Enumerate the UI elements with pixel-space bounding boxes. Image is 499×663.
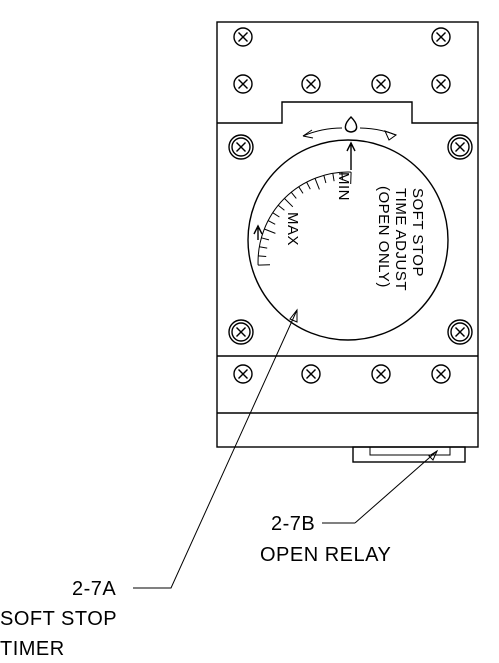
- dial-face: [247, 139, 449, 341]
- screw-x-icon: [228, 319, 254, 345]
- min-label: MIN: [335, 172, 352, 201]
- screw-x-icon: [431, 364, 451, 384]
- relay-leader: [354, 450, 438, 524]
- screw-x-icon: [233, 364, 253, 384]
- dial-line-2: TIME ADJUST: [392, 188, 409, 291]
- top-notch: [217, 101, 478, 124]
- module-body: [216, 21, 479, 448]
- screw-x-icon: [233, 74, 253, 94]
- max-label: MAX: [284, 212, 301, 246]
- dial-scale: [257, 171, 352, 266]
- scale-tick: [272, 212, 280, 218]
- scale-tick: [290, 191, 297, 199]
- screw-x-icon: [431, 74, 451, 94]
- timer-name-line-1: SOFT STOP: [0, 608, 117, 630]
- dial-line-3: (OPEN ONLY): [375, 186, 392, 288]
- screw-x-icon: [228, 134, 254, 160]
- screw-x-icon: [431, 27, 451, 47]
- rotation-arrow-icon: [359, 127, 397, 136]
- min-arrow-icon: [346, 141, 356, 170]
- scale-tick: [332, 173, 335, 182]
- teardrop-indicator-icon: [344, 116, 358, 133]
- screw-x-icon: [301, 364, 321, 384]
- scale-tick: [258, 255, 267, 257]
- scale-tick: [264, 228, 276, 234]
- screw-x-icon: [301, 74, 321, 94]
- timer-ref-label: 2-7A: [72, 578, 116, 600]
- screw-x-icon: [371, 364, 391, 384]
- relay-tab-inner: [369, 446, 451, 456]
- timer-leader: [133, 309, 298, 589]
- relay-name-label: OPEN RELAY: [260, 544, 391, 566]
- timer-name-line-2: TIMER: [0, 638, 65, 660]
- screw-x-icon: [447, 134, 473, 160]
- scale-tick: [323, 175, 327, 184]
- scale-tick: [259, 246, 268, 249]
- scale-tick: [267, 220, 276, 225]
- dial-line-1: SOFT STOP: [409, 188, 426, 277]
- scale-tick: [261, 237, 270, 241]
- screw-x-icon: [371, 74, 391, 94]
- scale-tick: [298, 186, 304, 194]
- scale-tick: [314, 178, 320, 190]
- screw-x-icon: [447, 319, 473, 345]
- scale-tick: [341, 172, 343, 181]
- relay-ref-label: 2-7B: [271, 513, 315, 535]
- max-arrow-icon: [253, 224, 263, 240]
- scale-tick: [277, 204, 285, 211]
- scale-tick: [306, 181, 311, 190]
- screw-x-icon: [233, 27, 253, 47]
- scale-tick: [284, 198, 294, 208]
